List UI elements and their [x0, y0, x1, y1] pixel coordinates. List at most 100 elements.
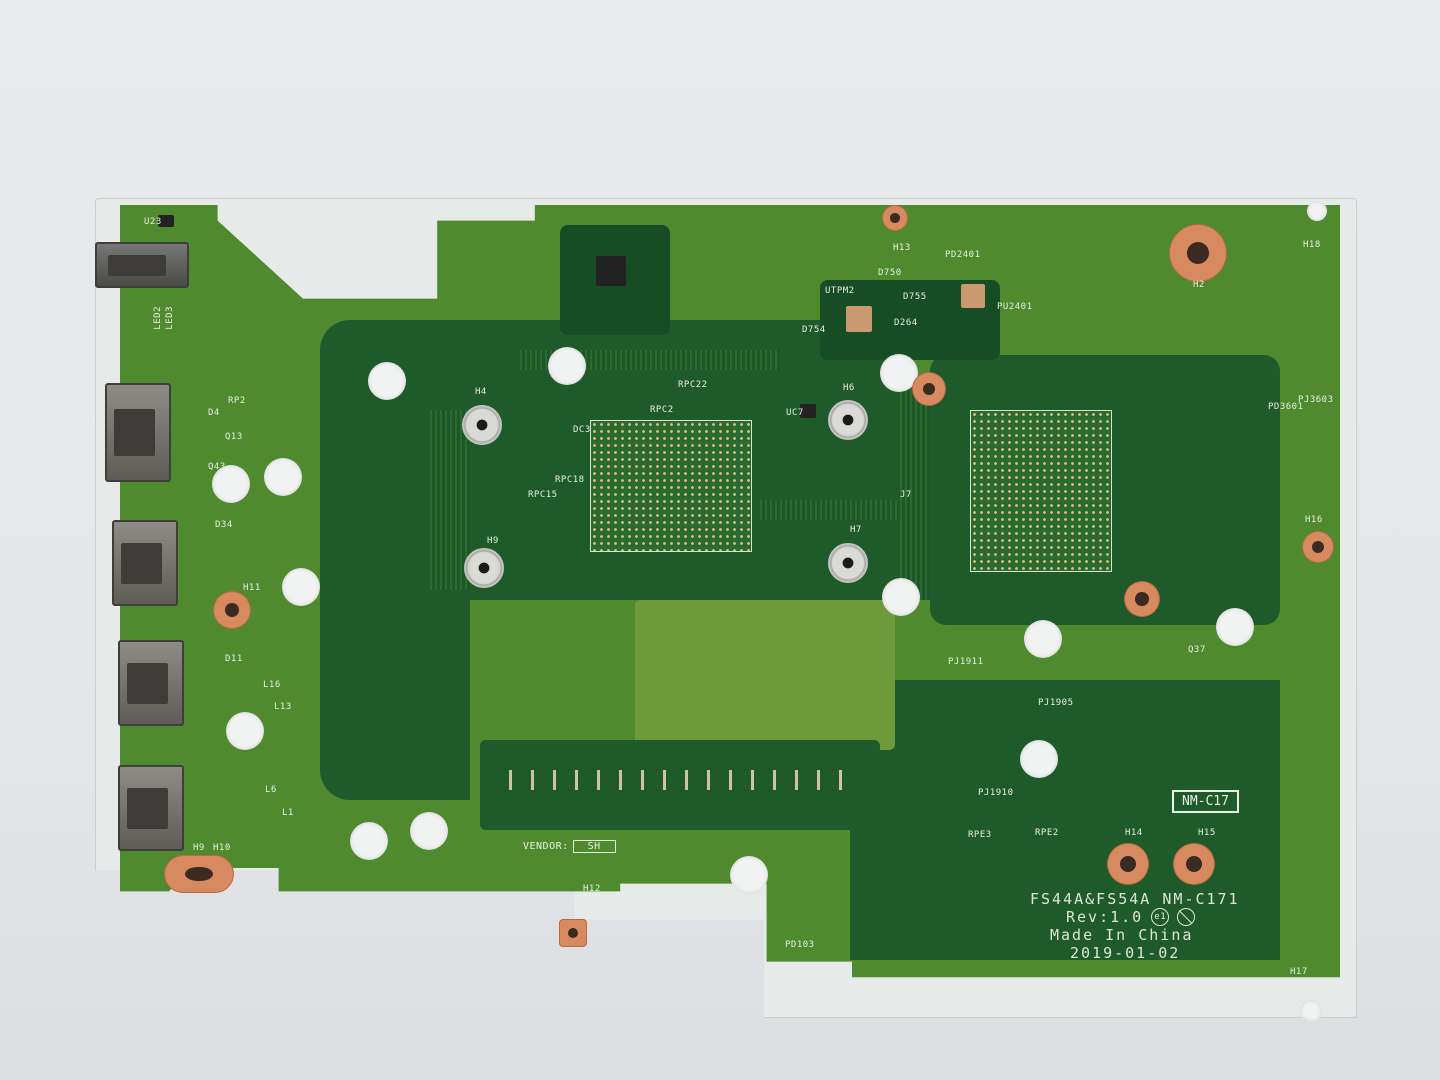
- label-l13: L13: [274, 702, 292, 712]
- label-u23: U23: [144, 217, 162, 227]
- mount-hole-h15: [1108, 844, 1148, 884]
- label-led2: LED2: [153, 306, 163, 330]
- board-id-block: FS44A&FS54A NM-C171 Rev:1.0 e1 Made In C…: [1030, 890, 1240, 962]
- label-dc3: DC3: [573, 425, 591, 435]
- label-h8: H9: [487, 536, 499, 546]
- white-dot: [880, 354, 918, 392]
- label-pd103: PD103: [785, 940, 815, 950]
- frame-hole: [1300, 1000, 1322, 1022]
- white-dot: [548, 347, 586, 385]
- frame-hole: [1307, 201, 1327, 221]
- white-dot: [212, 465, 250, 503]
- trace-bundle: [900, 380, 930, 600]
- hdmi-port: [112, 520, 178, 606]
- pu2401-chip-pad: [961, 284, 985, 308]
- label-uc7: UC7: [786, 408, 804, 418]
- label-h13: H13: [893, 243, 911, 253]
- label-h10: H10: [213, 843, 231, 853]
- label-h6: H6: [843, 383, 855, 393]
- usb-a-port-2: [118, 765, 184, 851]
- label-d11: D11: [225, 654, 243, 664]
- white-dot: [882, 578, 920, 616]
- e1-compliance-icon: e1: [1151, 908, 1170, 926]
- memory-plane: [635, 600, 895, 750]
- label-h16: H15: [1198, 828, 1216, 838]
- model-line: FS44A&FS54A NM-C171: [1030, 890, 1240, 908]
- cpu-standoff-h8: [464, 548, 504, 588]
- date-text: 2019-01-02: [1070, 944, 1181, 962]
- white-dot: [282, 568, 320, 606]
- label-h14: H16: [1305, 515, 1323, 525]
- revision-text: Rev:1.0: [1066, 908, 1144, 926]
- white-dot: [350, 822, 388, 860]
- label-j7: J7: [900, 490, 912, 500]
- label-rpe2: RPE2: [1035, 828, 1059, 838]
- label-rpc18: RPC18: [555, 475, 585, 485]
- label-l16: L16: [263, 680, 281, 690]
- cpu-standoff-h4: [462, 405, 502, 445]
- label-h4: H4: [475, 387, 487, 397]
- white-dot: [410, 812, 448, 850]
- white-dot: [264, 458, 302, 496]
- label-q43: Q43: [208, 462, 226, 472]
- label-h12: H12: [583, 884, 601, 894]
- label-rpe3: RPE3: [968, 830, 992, 840]
- label-pj1911: PJ1911: [948, 657, 984, 667]
- label-l1: L1: [282, 808, 294, 818]
- model-box-label: NM-C17: [1172, 790, 1239, 813]
- label-h11: H11: [243, 583, 261, 593]
- label-d755: D755: [903, 292, 927, 302]
- label-pj1905: PJ1905: [1038, 698, 1074, 708]
- mount-hole: [913, 373, 945, 405]
- usb-c-port: [105, 383, 171, 482]
- white-dot: [1020, 740, 1058, 778]
- cpu-bga-footprint: [590, 420, 752, 552]
- label-l6: L6: [265, 785, 277, 795]
- label-d264: D264: [894, 318, 918, 328]
- power-region-bottom-right: [850, 680, 1280, 960]
- label-h15: H14: [1125, 828, 1143, 838]
- label-rp2: RP2: [228, 396, 246, 406]
- trace-bundle: [760, 500, 900, 520]
- label-d754: D754: [802, 325, 826, 335]
- smd-row: [500, 770, 850, 790]
- label-h18: H18: [1303, 240, 1321, 250]
- white-dot: [730, 856, 768, 894]
- mount-hole: [1125, 582, 1159, 616]
- mount-hole-h11: [214, 592, 250, 628]
- label-d750: D750: [878, 268, 902, 278]
- label-d4: D4: [208, 408, 220, 418]
- label-d34: D34: [215, 520, 233, 530]
- vendor-block: VENDOR: SH: [523, 840, 616, 853]
- white-dot: [1216, 608, 1254, 646]
- label-h2: H2: [1193, 280, 1205, 290]
- uc7-chip: [800, 404, 816, 418]
- trace-bundle: [430, 410, 470, 590]
- label-h7: H7: [850, 525, 862, 535]
- white-dot: [1024, 620, 1062, 658]
- label-pd2401: PD2401: [945, 250, 981, 260]
- label-utpm2: UTPM2: [825, 286, 855, 296]
- cpu-standoff-h7: [828, 543, 868, 583]
- origin-text: Made In China: [1050, 926, 1194, 944]
- label-h17: H17: [1290, 967, 1308, 977]
- white-dot: [368, 362, 406, 400]
- vendor-label: VENDOR:: [523, 841, 569, 852]
- usb-a-port-1: [118, 640, 184, 726]
- label-led3: LED3: [165, 306, 175, 330]
- ic-chip: [596, 256, 626, 286]
- label-rpc22: RPC22: [678, 380, 708, 390]
- mount-hole-h13: [883, 206, 907, 230]
- mount-hole-h14: [1303, 532, 1333, 562]
- label-q37: Q37: [1188, 645, 1206, 655]
- mount-hole-h2: [1170, 225, 1226, 281]
- frame-tab: [560, 920, 586, 946]
- label-pd3601: PD3601: [1268, 402, 1304, 412]
- label-h9: H9: [193, 843, 205, 853]
- dc-power-jack: [95, 242, 189, 288]
- label-pj3603: PJ3603: [1298, 395, 1334, 405]
- label-pu2401: PU2401: [997, 302, 1033, 312]
- mount-hole-h16: [1174, 844, 1214, 884]
- lead-free-icon: [1177, 908, 1196, 926]
- label-rpc2: RPC2: [650, 405, 674, 415]
